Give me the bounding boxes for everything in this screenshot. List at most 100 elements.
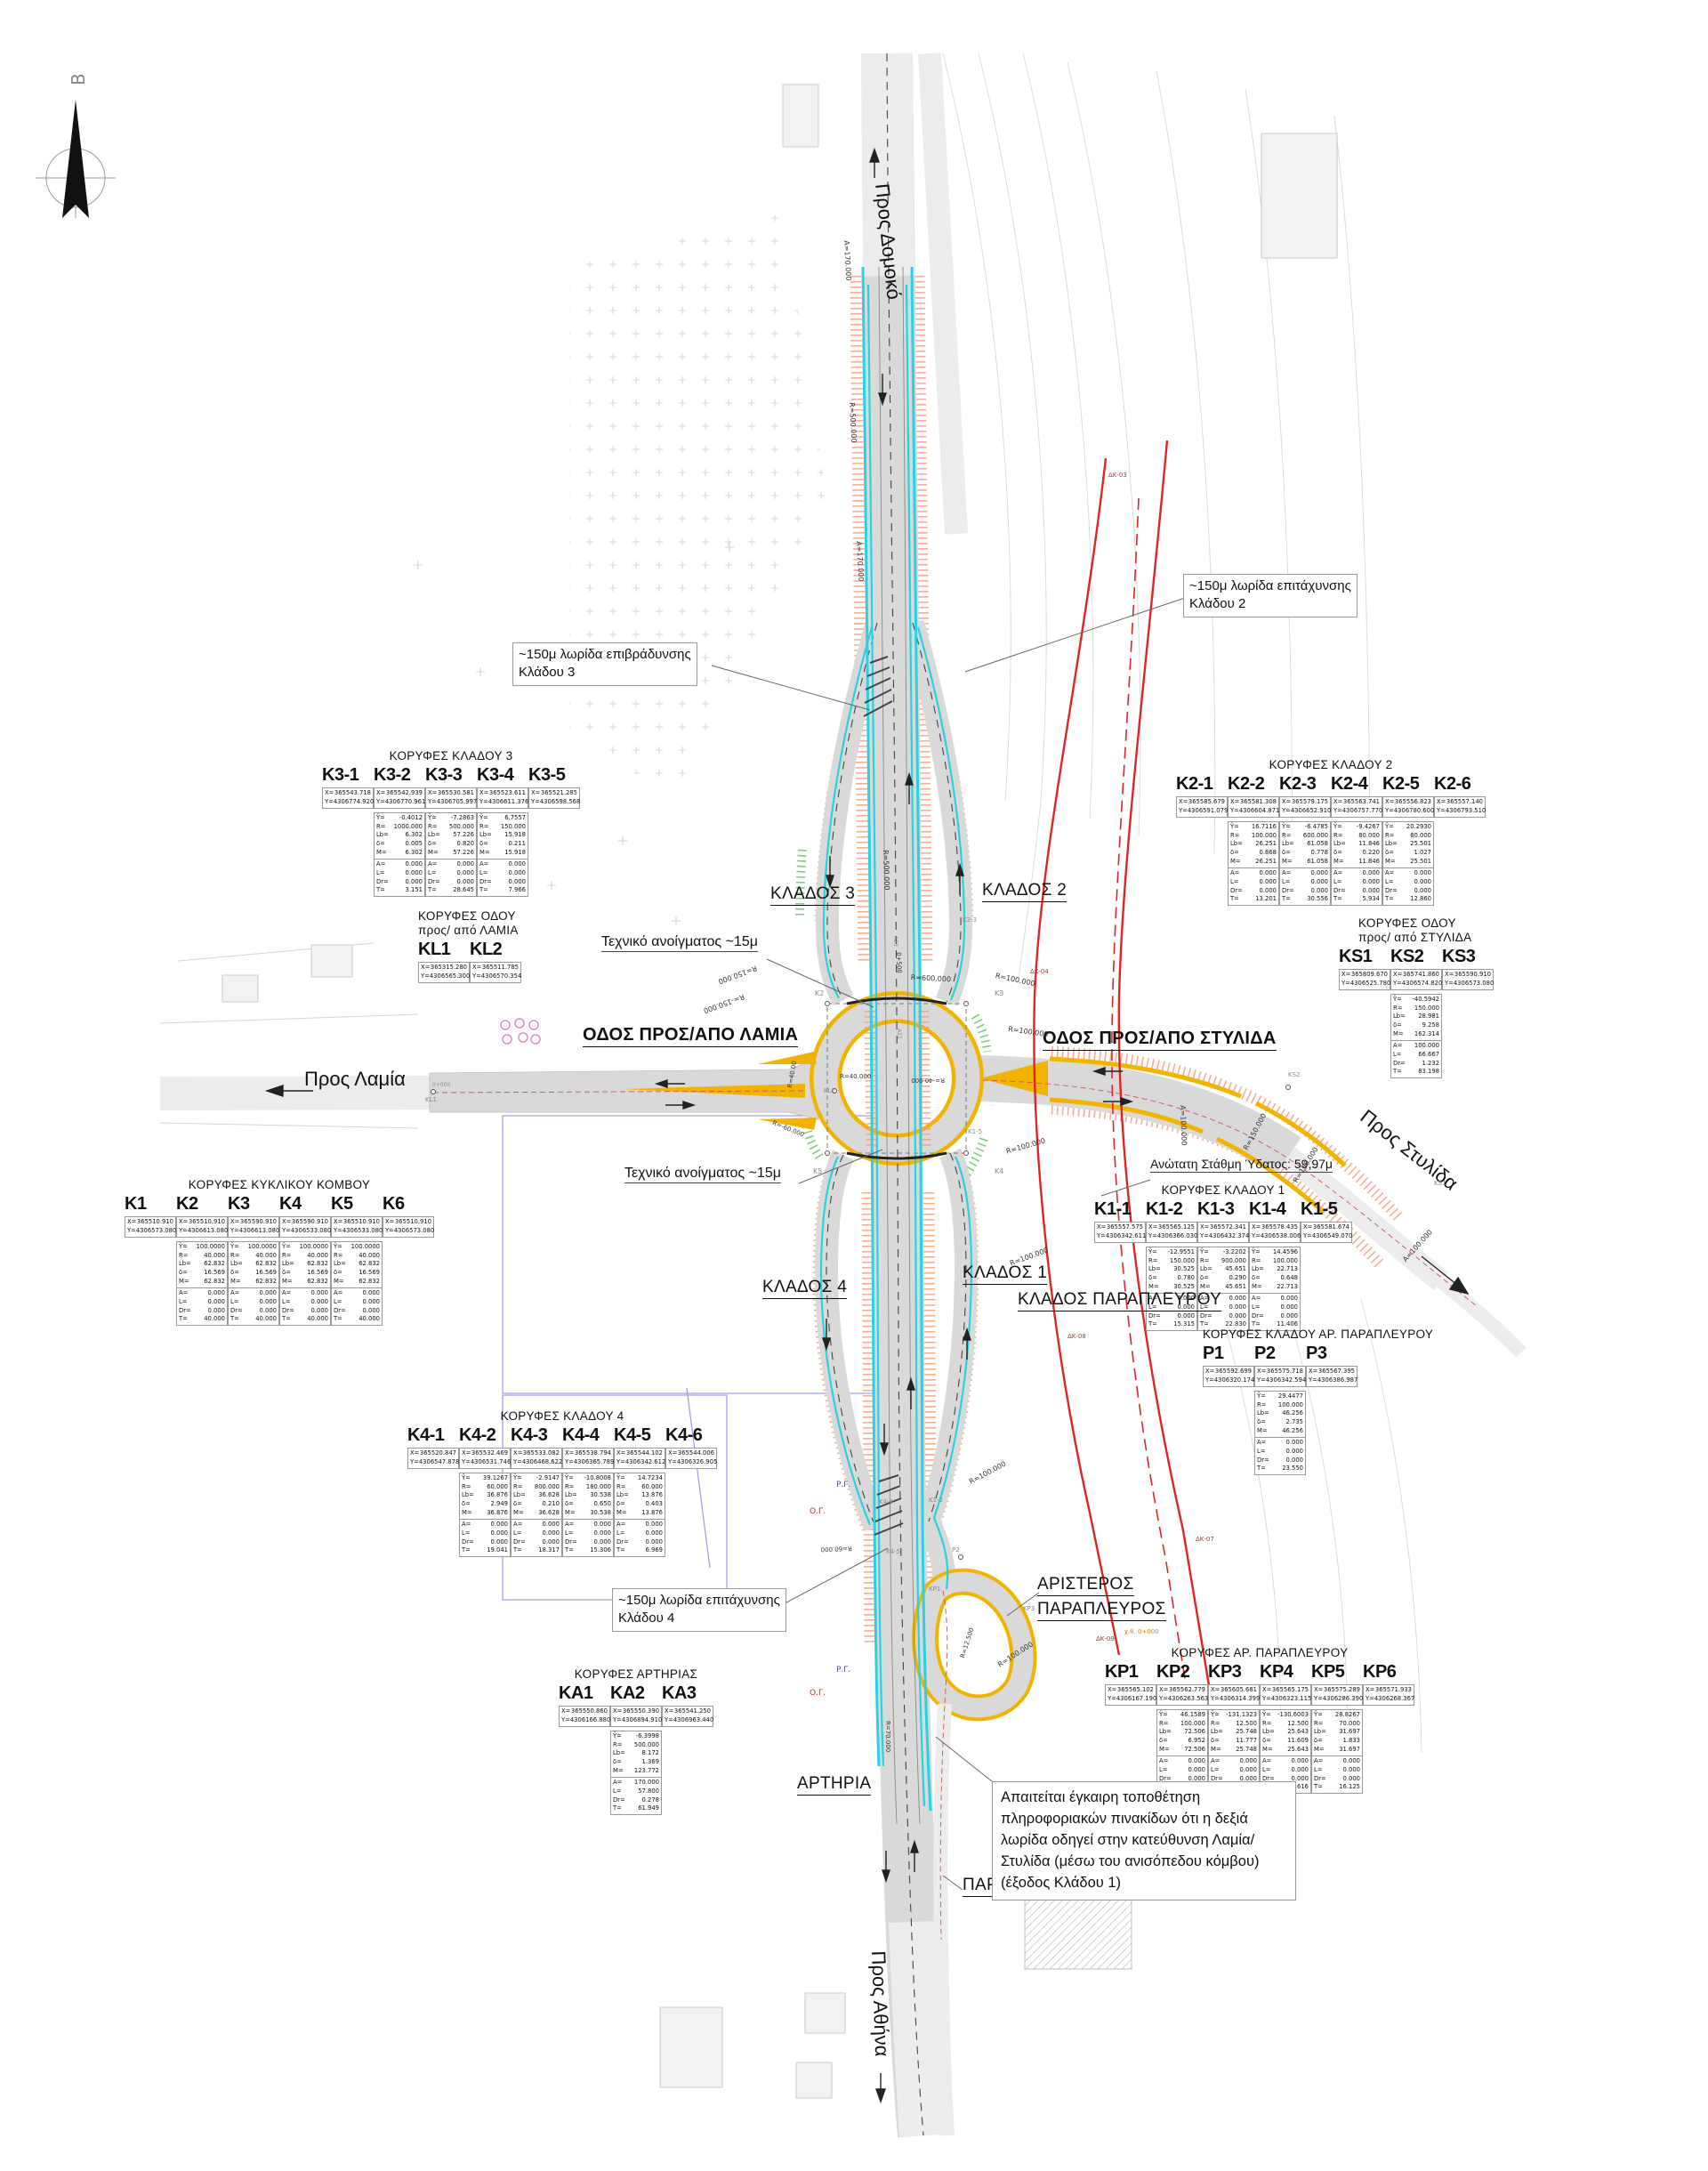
direction-label-lamia: Προς Λαμία [304, 1068, 406, 1090]
table-title: ΚΟΡΥΦΕΣ ΚΛΑΔΟΥ 1 [1161, 1183, 1285, 1197]
curve-or-point-label: ΔΚ-09 [1096, 1635, 1115, 1642]
curve-or-point-label: KL2 [824, 1087, 835, 1094]
vertex-label: KA1 [559, 1683, 593, 1703]
vertex-label: K4 [279, 1194, 302, 1214]
road-label-odos-stylida: ΟΔΟΣ ΠΡΟΣ/ΑΠΟ ΣΤΥΛΙΔΑ [1043, 1029, 1277, 1051]
curve-or-point-label: 0+500 [895, 952, 903, 973]
vertex-label: K4-6 [665, 1425, 703, 1445]
direction-arrows [264, 147, 1470, 2104]
table-title: ΚΟΡΥΦΕΣ ΚΛΑΔΟΥ 2 [1269, 758, 1393, 771]
vertex-label: K4-1 [407, 1425, 445, 1445]
vertex-label: K2 [176, 1194, 198, 1214]
annotation-line: Κλάδου 3 [519, 665, 576, 681]
yellow-markings [623, 1052, 1347, 1214]
vertex-label: K2-2 [1228, 774, 1265, 794]
table-title: ΚΟΡΥΦΕΣ ΑΡ. ΠΑΡΑΠΛΕΥΡΟΥ [1171, 1646, 1349, 1659]
curve-or-point-label: Ο.Γ. [810, 1689, 826, 1698]
vertex-label: K2-1 [1176, 774, 1213, 794]
vertex-label: K4-2 [459, 1425, 496, 1445]
annotation-texniko-top: Τεχνικό ανοίγματος ~15μ [601, 934, 758, 952]
vertex-label: KS2 [1390, 947, 1424, 966]
curve-or-point-label: ΔΚ-04 [1030, 968, 1049, 975]
curve-or-point-label: R=-40.000 [911, 1077, 945, 1084]
curve-or-point-label: KL1 [425, 1096, 437, 1103]
direction-label-athens: Προς Αθήνα [867, 1950, 894, 2057]
vertex-label: KA3 [662, 1683, 697, 1703]
road-label-aristeros-line2: ΠΑΡΑΠΛΕΥΡΟΣ [1037, 1600, 1166, 1621]
vertex-label: K2-5 [1382, 774, 1420, 794]
vertex-label: KA2 [610, 1683, 645, 1703]
north-arrow-icon [36, 100, 116, 218]
vertex-label: K1-4 [1249, 1199, 1286, 1219]
curve-or-point-label: Ο.Γ. [810, 1507, 826, 1516]
curve-or-point-label: R=70.000 [884, 1721, 891, 1753]
vertex-label: KP1 [1105, 1662, 1139, 1682]
curve-or-point-label: R=500.000 [882, 850, 891, 891]
curve-or-point-label: R=40.000 [840, 1073, 872, 1080]
curve-or-point-label: K2-3 [963, 916, 978, 924]
vertex-label: K4-5 [614, 1425, 651, 1445]
vertex-label: P1 [1203, 1344, 1224, 1363]
table-title: ΚΟΡΥΦΕΣ ΑΡΤΗΡΙΑΣ [574, 1667, 698, 1681]
annotation-leaders [711, 597, 1186, 1891]
curve-or-point-label: χ.θ. 0+000 [1124, 1628, 1159, 1635]
vertex-label: K1 [125, 1194, 147, 1214]
